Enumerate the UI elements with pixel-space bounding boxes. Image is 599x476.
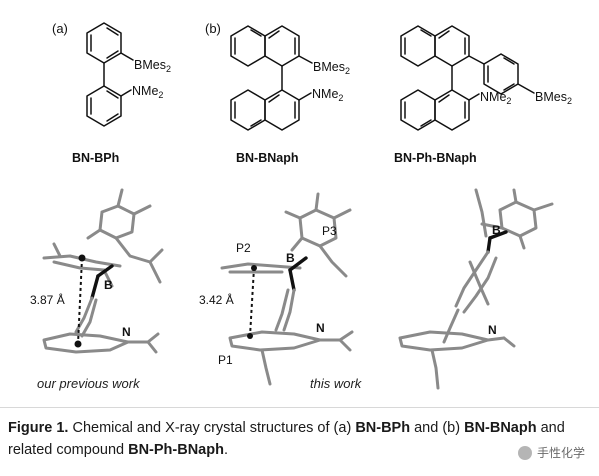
caption-text-3: and related compound — [8, 420, 565, 458]
plane-label-p3: P3 — [322, 224, 337, 238]
plane-label-p2: P2 — [236, 241, 251, 255]
structure-bn-bph: (a) BMes2 NMe2 BN-BPh — [52, 21, 171, 165]
atom-b-this: B — [286, 251, 295, 265]
label-this-work: this work — [310, 376, 363, 391]
compound-name-bn-bph: BN-BPh — [72, 151, 119, 165]
caption-separator — [0, 407, 599, 408]
figure-caption: Figure 1. Chemical and X-ray crystal str… — [8, 417, 593, 461]
naphthalene-upper-left-ring — [230, 25, 266, 67]
atom-n-this: N — [316, 321, 325, 335]
wechat-icon — [517, 445, 532, 460]
phenyl-ring-lower — [86, 85, 122, 127]
naphthalene-lower-left-ring — [230, 89, 266, 131]
nme2-label-b: NMe2 — [312, 87, 343, 103]
compound-name-bn-bnaph: BN-BNaph — [236, 151, 299, 165]
naphthalene-lower-left-ring-c — [400, 89, 436, 131]
caption-compound-2: BN-BNaph — [464, 420, 537, 436]
watermark: 手性化学 — [517, 444, 585, 461]
caption-text-2: and (b) — [410, 420, 465, 436]
panel-label-b: (b) — [205, 21, 221, 36]
plane-label-p1: P1 — [218, 353, 233, 367]
nme2-label-c: NMe2 — [480, 90, 511, 106]
atom-b-previous: B — [104, 278, 113, 292]
caption-text-4: . — [223, 442, 228, 458]
bmes2-label-c: BMes2 — [535, 90, 572, 106]
xray-structure-this-work: P3 P2 B N P1 3.42 Å this work — [199, 192, 363, 391]
panel-label-a: (a) — [52, 21, 68, 36]
distance-this: 3.42 Å — [199, 292, 234, 307]
bmes2-label-a: BMes2 — [134, 58, 171, 74]
naphthalene-upper-right-ring — [264, 25, 300, 67]
caption-compound-3: BN-Ph-BNaph — [128, 442, 224, 458]
compound-name-bn-ph-bnaph: BN-Ph-BNaph — [394, 151, 477, 165]
bmes2-label-b: BMes2 — [313, 60, 350, 76]
atom-n-previous: N — [122, 325, 131, 339]
distance-previous: 3.87 Å — [30, 292, 65, 307]
watermark-text: 手性化学 — [536, 446, 585, 460]
atom-b-right: B — [492, 223, 501, 237]
structure-bn-bnaph: (b) BMes2 NMe2 BN-BNaph — [205, 21, 350, 165]
nme2-label-a: NMe2 — [132, 84, 163, 100]
phenyl-ring-upper — [86, 22, 122, 64]
naphthalene-lower-right-ring-c — [434, 89, 470, 131]
structure-bn-ph-bnaph: BMes2 NMe2 BN-Ph-BNaph — [394, 25, 572, 165]
atom-n-right: N — [488, 323, 497, 337]
naphthalene-upper-left-ring-c — [400, 25, 436, 67]
label-previous-work: our previous work — [37, 376, 141, 391]
figure-label: Figure 1. — [8, 420, 69, 436]
xray-structure-bn-ph-bnaph: B N — [398, 188, 554, 390]
naphthalene-upper-right-ring-c — [434, 25, 470, 67]
xray-structure-previous-work: B N 3.87 Å our previous work — [30, 188, 164, 391]
naphthalene-lower-right-ring — [264, 89, 300, 131]
phenylene-ring — [483, 53, 519, 95]
caption-compound-1: BN-BPh — [355, 420, 411, 436]
caption-text-1: Chemical and X-ray crystal structures of… — [68, 420, 356, 436]
